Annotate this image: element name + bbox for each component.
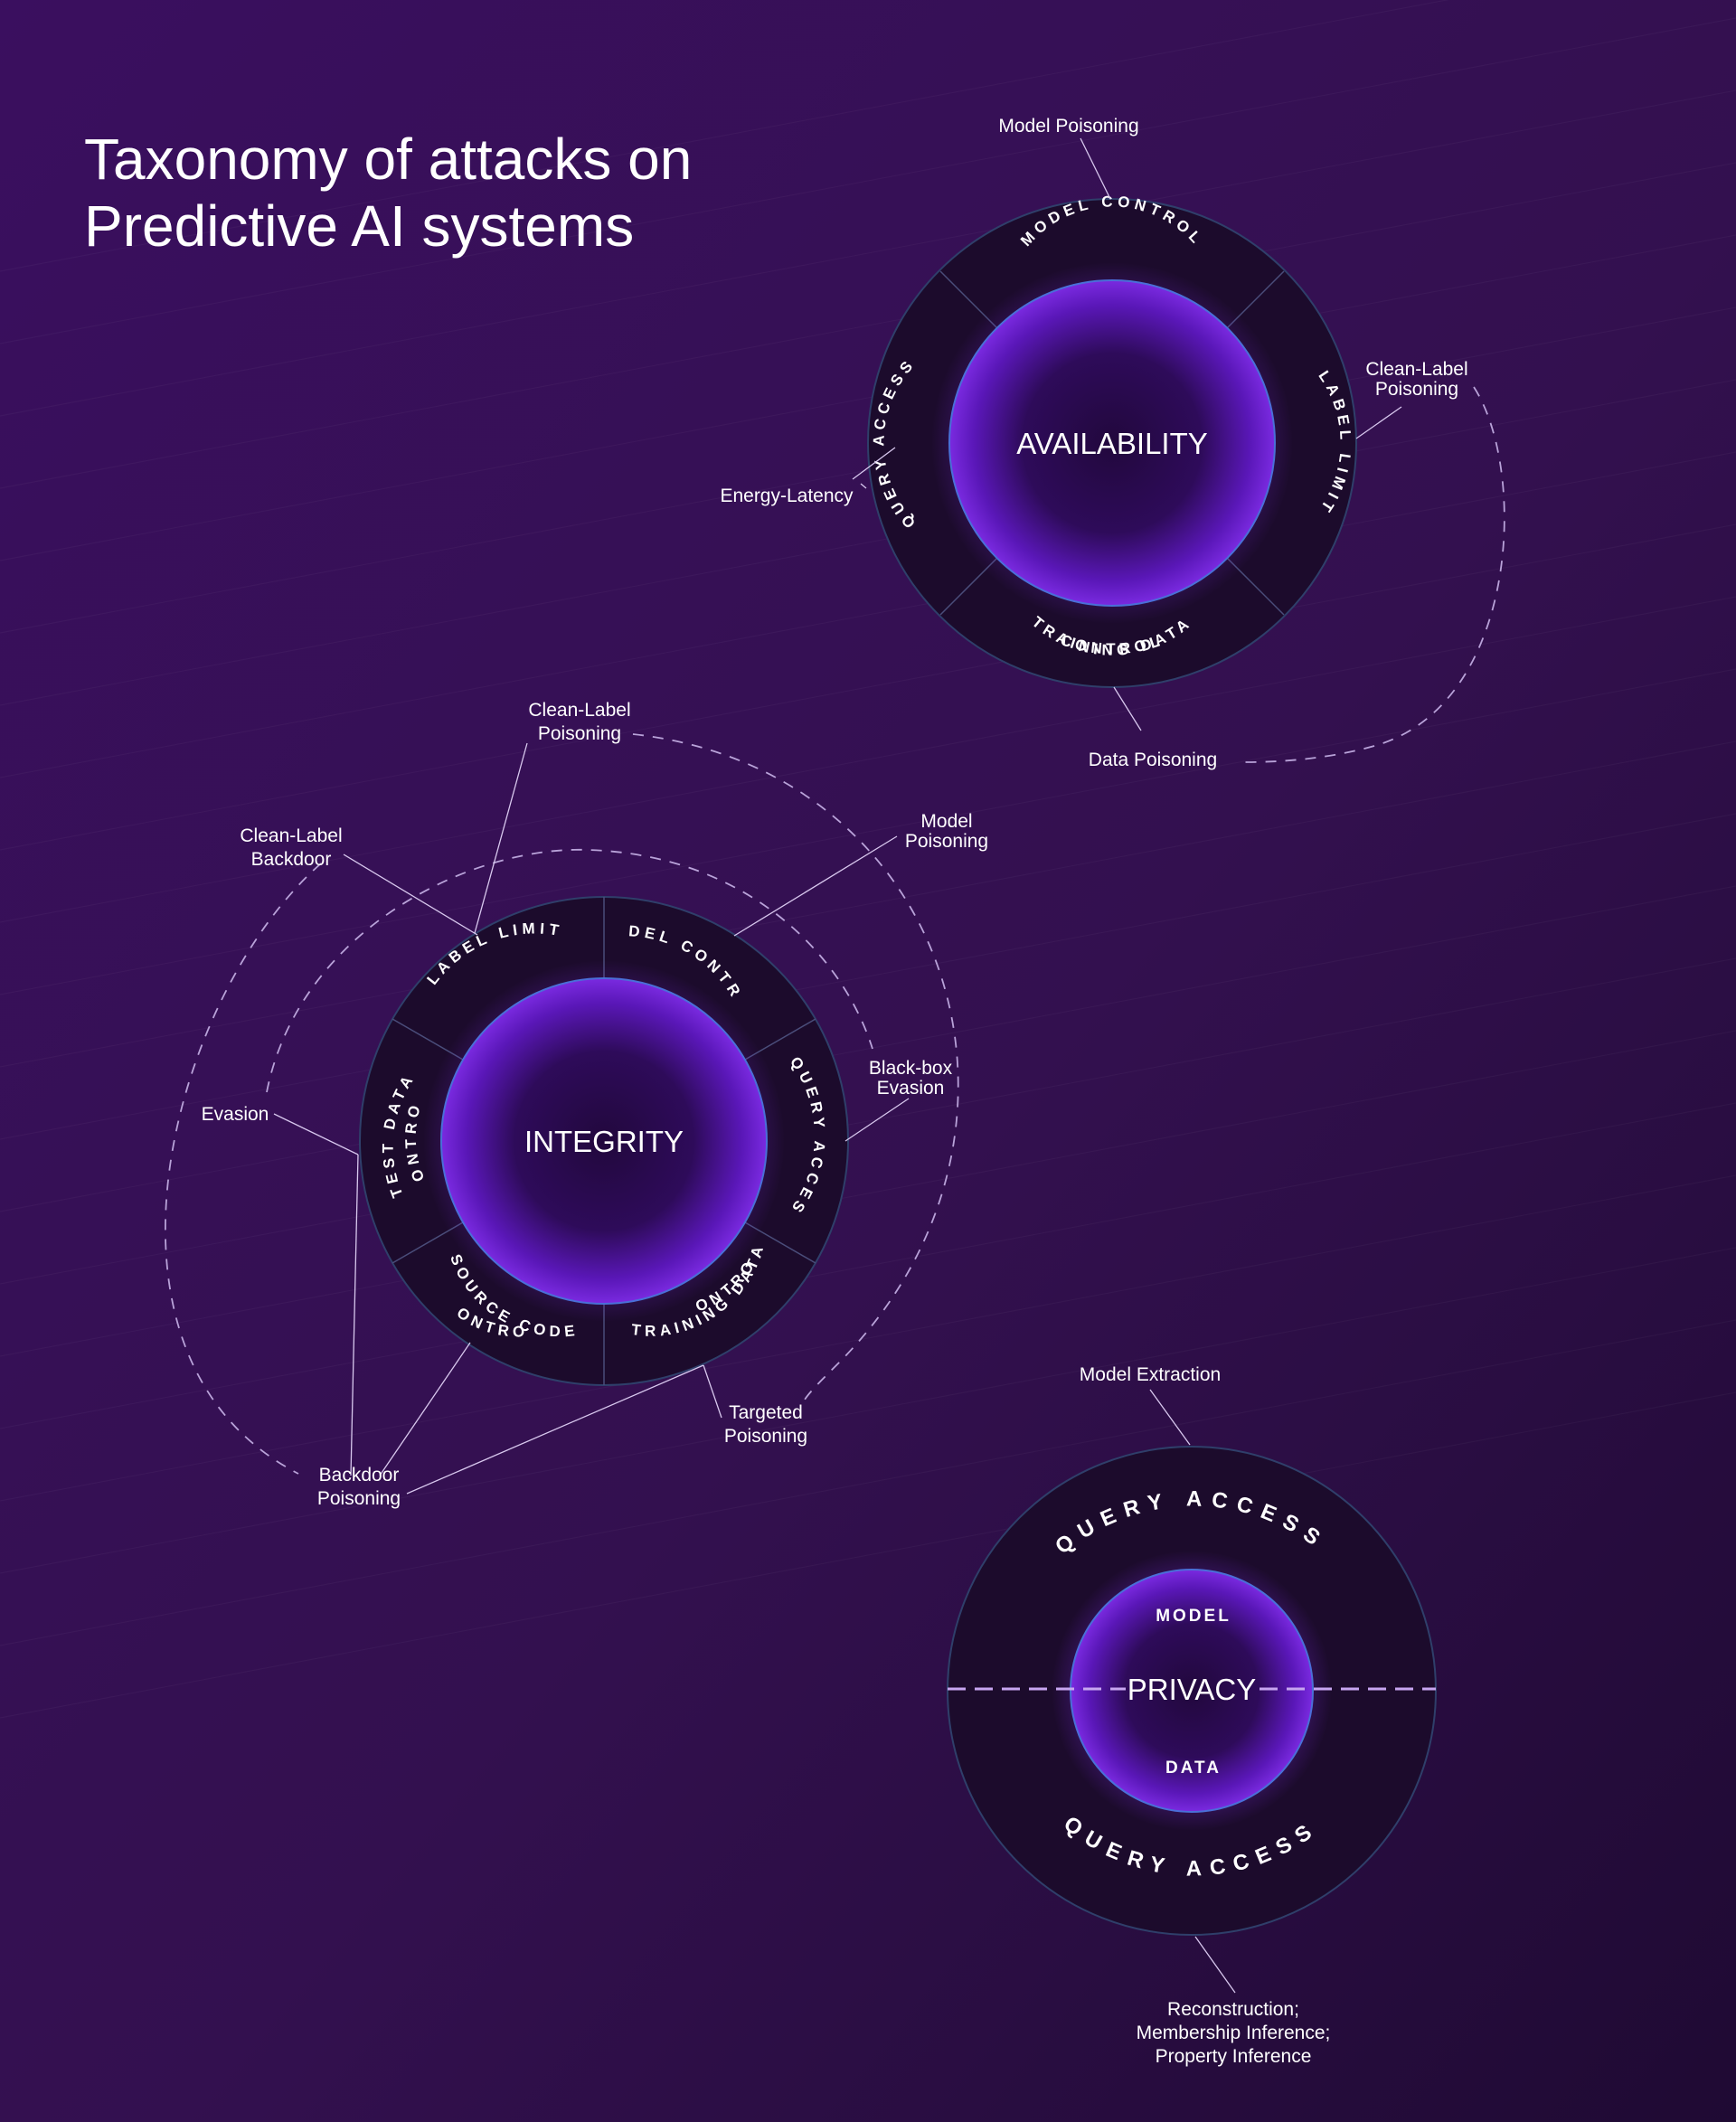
integrity-backdoor-leader-source: [379, 1342, 471, 1476]
integrity-center-label: INTEGRITY: [524, 1125, 684, 1158]
integrity-clean-label-poisoning-callout-line2: Poisoning: [538, 723, 621, 744]
availability-model-poisoning-leader: [1080, 137, 1111, 200]
privacy-model-extraction-callout: Model Extraction: [1080, 1364, 1221, 1385]
integrity-inner-dashed-path: [266, 849, 873, 1093]
integrity-targeted-leader: [703, 1364, 722, 1419]
privacy-data-label: DATA: [1165, 1759, 1222, 1778]
integrity-model-poisoning-callout-line1: Model: [920, 811, 972, 832]
availability-model-poisoning-callout: Model Poisoning: [998, 116, 1138, 137]
integrity-model-poisoning-leader: [733, 835, 898, 937]
integrity-backdoor-leader-training: [406, 1364, 704, 1495]
integrity-evasion-callout: Evasion: [202, 1104, 269, 1125]
integrity-left-dashed-path: [165, 863, 322, 1475]
integrity-backdoor-callout-line1: Backdoor: [319, 1465, 400, 1485]
integrity-evasion-leader: [273, 1113, 359, 1155]
integrity-blackbox-leader: [844, 1098, 910, 1142]
integrity-targeted-callout-line2: Poisoning: [724, 1426, 807, 1447]
availability-core: [948, 279, 1276, 607]
integrity-blackbox-callout-line2: Evasion: [877, 1078, 945, 1099]
integrity-clean-label-backdoor-callout-line1: Clean-Label: [240, 825, 342, 846]
integrity-targeted-callout-line1: Targeted: [729, 1402, 803, 1423]
title-line-1: Taxonomy of attacks on: [84, 127, 692, 192]
privacy-diagram: PRIVACY MODEL DATA QUERY ACCESS QUERY AC…: [947, 1364, 1437, 2067]
integrity-outer-dashed-path: [632, 733, 959, 1401]
availability-energy-latency-leader: [852, 447, 896, 480]
privacy-reconstruction-leader: [1194, 1936, 1236, 1994]
availability-energy-latency-callout: Energy-Latency: [720, 486, 854, 506]
integrity-backdoor-leader-test: [350, 1154, 359, 1476]
integrity-clean-label-poisoning-leader: [474, 742, 528, 934]
title-line-2: Predictive AI systems: [84, 193, 634, 259]
availability-clean-label-callout-line2: Poisoning: [1375, 379, 1458, 400]
integrity-clean-label-backdoor-leader: [343, 854, 478, 936]
privacy-reconstruction-callout-line1: Reconstruction;: [1167, 1999, 1299, 2020]
availability-data-poisoning-callout: Data Poisoning: [1089, 750, 1217, 770]
availability-center-label: AVAILABILITY: [1016, 427, 1208, 460]
page-title: Taxonomy of attacks on Predictive AI sys…: [84, 127, 692, 259]
privacy-model-label: MODEL: [1156, 1607, 1231, 1626]
privacy-center-label: PRIVACY: [1127, 1673, 1256, 1706]
privacy-model-extraction-leader: [1149, 1389, 1191, 1446]
privacy-reconstruction-callout-line3: Property Inference: [1156, 2046, 1312, 2067]
availability-energy-latency-leader-stub: [860, 483, 867, 489]
availability-dashed-path: [1242, 386, 1505, 763]
availability-data-poisoning-leader: [1113, 686, 1142, 731]
integrity-blackbox-callout-line1: Black-box: [869, 1058, 953, 1079]
availability-clean-label-leader: [1355, 406, 1402, 439]
integrity-model-poisoning-callout-line2: Poisoning: [905, 831, 988, 852]
availability-clean-label-callout-line1: Clean-Label: [1365, 359, 1467, 380]
privacy-reconstruction-callout-line2: Membership Inference;: [1137, 2023, 1331, 2043]
integrity-clean-label-backdoor-callout-line2: Backdoor: [251, 849, 332, 870]
integrity-core: [440, 977, 768, 1305]
integrity-backdoor-callout-line2: Poisoning: [317, 1488, 401, 1509]
integrity-clean-label-poisoning-callout-line1: Clean-Label: [528, 700, 630, 721]
privacy-core: [1070, 1569, 1314, 1813]
